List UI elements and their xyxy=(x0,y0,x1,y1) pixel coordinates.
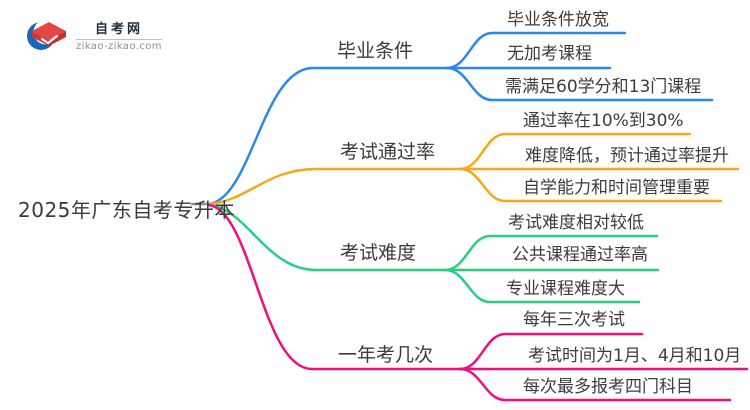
site-name: 自考网 xyxy=(94,22,143,37)
branch-wires-pass-rate xyxy=(207,132,740,206)
logo-divider xyxy=(76,39,162,40)
child-node: 每次最多报考四门科目 xyxy=(523,377,693,397)
child-node: 需满足60学分和13门课程 xyxy=(505,77,702,97)
branch-line xyxy=(207,203,447,272)
child-node: 自学能力和时间管理重要 xyxy=(523,178,710,198)
branch-line xyxy=(207,203,462,371)
child-line xyxy=(443,268,641,304)
site-url: zikao-zikao.com xyxy=(76,41,162,52)
root-node: 2025年广东自考专升本 xyxy=(18,198,235,222)
child-node: 通过率在10%到30% xyxy=(523,111,684,131)
child-node: 难度降低，预计通过率提升 xyxy=(525,146,729,166)
branch-label-exam-times: 一年考几次 xyxy=(338,344,434,366)
child-node: 考试时间为1月、4月和10月 xyxy=(528,346,742,366)
graduation-cap-icon xyxy=(27,19,66,50)
branch-wires-graduation xyxy=(207,31,714,206)
branch-label-difficulty: 考试难度 xyxy=(340,242,417,264)
branch-line xyxy=(207,66,449,206)
child-node: 无加考课程 xyxy=(507,44,592,64)
child-node: 专业课程难度大 xyxy=(506,279,625,299)
branch-line xyxy=(207,167,462,206)
child-line xyxy=(458,367,732,402)
logo-text-block: 自考网 zikao-zikao.com xyxy=(76,18,162,52)
child-node: 公共课程通过率高 xyxy=(512,245,648,265)
branch-wires-difficulty xyxy=(207,203,660,304)
child-node: 毕业条件放宽 xyxy=(507,10,609,30)
child-node: 考试难度相对较低 xyxy=(508,213,644,233)
site-logo: 自考网 zikao-zikao.com xyxy=(26,18,162,52)
child-line xyxy=(458,167,723,203)
branch-label-pass-rate: 考试通过率 xyxy=(340,141,436,163)
branch-wires-exam-times xyxy=(207,203,749,402)
child-line xyxy=(445,66,714,102)
child-node: 每年三次考试 xyxy=(523,310,625,330)
branch-label-graduation: 毕业条件 xyxy=(337,40,414,62)
